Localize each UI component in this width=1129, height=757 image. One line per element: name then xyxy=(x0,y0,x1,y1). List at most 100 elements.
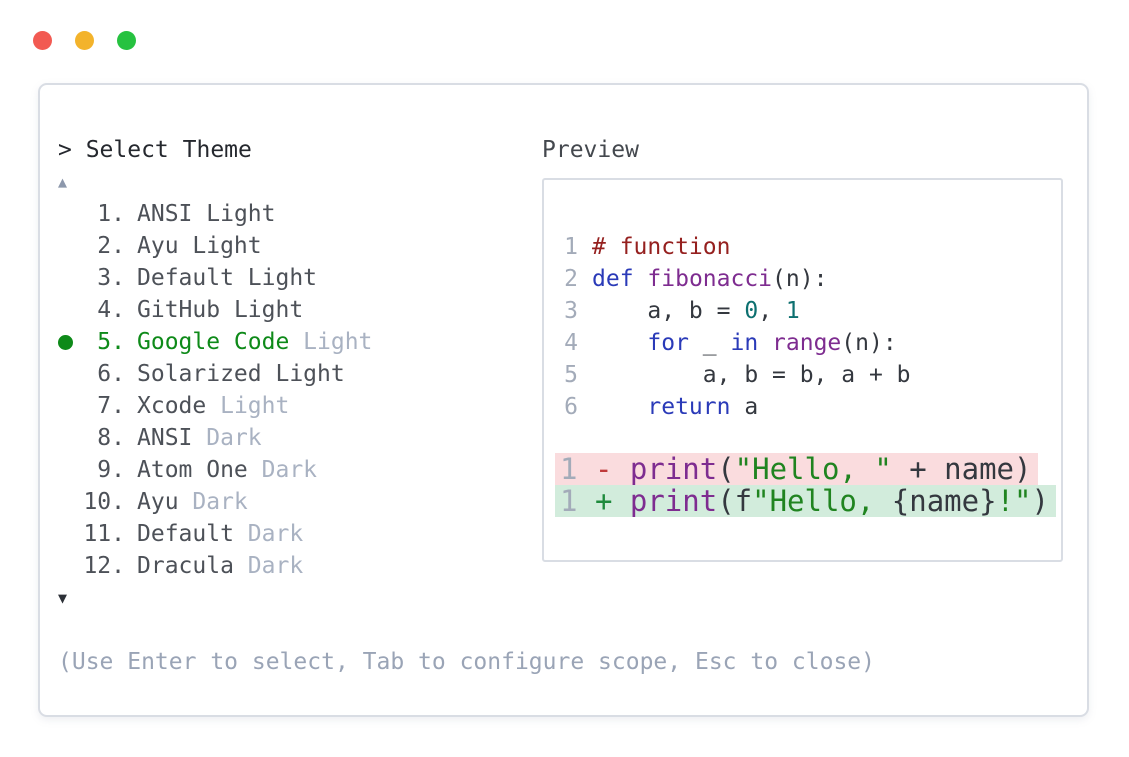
theme-item-number: 8. xyxy=(97,425,125,451)
theme-item-number: 11. xyxy=(83,521,125,547)
code-token: print xyxy=(629,452,718,486)
diff-line-removed: 1 - print("Hello, " + name) xyxy=(555,452,1039,486)
theme-variant: Light xyxy=(303,329,373,355)
theme-item-label: Solarized Light xyxy=(137,361,345,387)
theme-item-ayu-dark[interactable]: 10. Ayu Dark xyxy=(58,486,875,518)
theme-variant: Dark xyxy=(247,553,304,579)
theme-picker-column: > Select Theme ▲ 1. ANSI Light 2. Ayu Light… xyxy=(58,134,875,678)
theme-item-number: 1. xyxy=(97,201,125,227)
code-token: for xyxy=(647,330,689,356)
picker-title: > Select Theme xyxy=(58,137,252,163)
code-token: a, b = b, a + b xyxy=(592,362,911,388)
diff-gap xyxy=(577,484,594,518)
theme-item-github-light[interactable]: 4. GitHub Light xyxy=(58,294,875,326)
code-token: (n): xyxy=(841,330,897,356)
theme-variant: Light xyxy=(247,265,318,291)
theme-item-google-code-light[interactable]: 5. Google Code Light xyxy=(58,326,875,358)
theme-item-number: 2. xyxy=(97,233,125,259)
diff-gap xyxy=(612,452,629,486)
diff-line-added: 1 + print(f"Hello, {name}!") xyxy=(555,484,1056,518)
theme-name: Solarized xyxy=(137,361,276,387)
diff-line-number: 1 xyxy=(560,484,578,518)
code-line: 3 a, b = 0, 1 xyxy=(564,295,911,327)
code-line: 4 for _ in range(n): xyxy=(564,327,911,359)
theme-item-label: ANSI Light xyxy=(137,201,276,227)
theme-variant: Light xyxy=(192,233,262,259)
code-token: , xyxy=(758,298,786,324)
theme-variant: Light xyxy=(220,393,290,419)
theme-item-number: 6. xyxy=(97,361,125,387)
theme-item-label: GitHub Light xyxy=(137,297,303,323)
theme-item-number: 7. xyxy=(97,393,125,419)
theme-item-label: Google Code Light xyxy=(137,329,372,355)
minimize-button[interactable] xyxy=(75,31,94,50)
theme-name: Default xyxy=(137,521,248,547)
code-line: 2 def fibonacci(n): xyxy=(564,263,911,295)
code-token: 1 xyxy=(785,298,800,324)
code-line-number: 4 xyxy=(564,330,578,356)
code-token: range xyxy=(772,330,842,356)
diff-gap xyxy=(612,484,629,518)
code-token: (f xyxy=(717,484,753,518)
code-token: {name} xyxy=(891,484,997,518)
theme-item-label: Ayu Light xyxy=(137,233,262,259)
theme-variant: Dark xyxy=(192,489,248,515)
theme-item-solarized-light[interactable]: 6. Solarized Light xyxy=(58,358,875,390)
theme-item-default-light[interactable]: 3.Default Light xyxy=(58,262,875,294)
theme-name: Ayu xyxy=(137,489,193,515)
code-token: (n): xyxy=(772,266,828,292)
theme-item-label: Default Dark xyxy=(137,521,303,547)
theme-item-number: 12. xyxy=(83,553,125,579)
theme-item-ayu-light[interactable]: 2. Ayu Light xyxy=(58,230,875,262)
theme-item-number: 9. xyxy=(97,457,125,483)
code-token: 0 xyxy=(744,298,759,324)
theme-item-number: 5. xyxy=(97,329,125,355)
zoom-button[interactable] xyxy=(117,31,136,50)
theme-item-dracula-dark[interactable]: 12. Dracula Dark xyxy=(58,550,875,582)
theme-item-atom-one-dark[interactable]: 9. Atom One Dark xyxy=(58,454,875,486)
close-button[interactable] xyxy=(33,31,52,50)
code-token: in xyxy=(730,330,759,356)
scroll-up-icon[interactable]: ▲ xyxy=(58,173,68,191)
scroll-down-icon[interactable]: ▼ xyxy=(58,589,68,607)
theme-name: Ayu xyxy=(137,233,193,259)
theme-picker-panel: > Select Theme ▲ 1. ANSI Light 2. Ayu Light… xyxy=(38,83,1089,717)
code-token: def xyxy=(592,266,634,292)
theme-item-number: 10. xyxy=(83,489,125,515)
code-line-number: 5 xyxy=(564,362,578,388)
code-token: # function xyxy=(592,234,731,260)
theme-name: Dracula xyxy=(137,553,248,579)
selection-bullet-slot xyxy=(58,334,78,350)
theme-item-ansi-dark[interactable]: 8. ANSI Dark xyxy=(58,422,875,454)
theme-name: Default xyxy=(137,265,248,291)
theme-item-xcode-light[interactable]: 7. Xcode Light xyxy=(58,390,875,422)
diff-gap xyxy=(577,452,594,486)
code-line: 6 return a xyxy=(564,391,911,423)
theme-name: ANSI xyxy=(137,425,207,451)
help-text: (Use Enter to select, Tab to configure s… xyxy=(58,649,875,675)
theme-item-label: Xcode Light xyxy=(137,393,289,419)
code-token: fibonacci xyxy=(647,266,773,292)
theme-variant: Dark xyxy=(206,425,262,451)
code-token: !" xyxy=(996,484,1032,518)
code-line-number: 2 xyxy=(564,266,578,292)
code-line: 5 a, b = b, a + b xyxy=(564,359,911,391)
theme-variant: Dark xyxy=(261,457,318,483)
theme-item-number: 4. xyxy=(97,297,125,323)
diff-sign-icon: - xyxy=(594,452,613,486)
code-line-number: 1 xyxy=(564,234,578,260)
theme-item-default-dark[interactable]: 11. Default Dark xyxy=(58,518,875,550)
theme-name: Google Code xyxy=(137,329,304,355)
theme-item-ansi-light[interactable]: 1. ANSI Light xyxy=(58,198,875,230)
code-token: + name) xyxy=(891,452,1032,486)
code-line: 1 # function xyxy=(564,231,911,263)
code-token: "Hello, xyxy=(752,484,892,518)
theme-item-label: Ayu Dark xyxy=(137,489,248,515)
theme-name: Atom One xyxy=(137,457,262,483)
code-token: print xyxy=(629,484,718,518)
code-token: a, b = xyxy=(592,298,745,324)
theme-name: GitHub xyxy=(137,297,234,323)
